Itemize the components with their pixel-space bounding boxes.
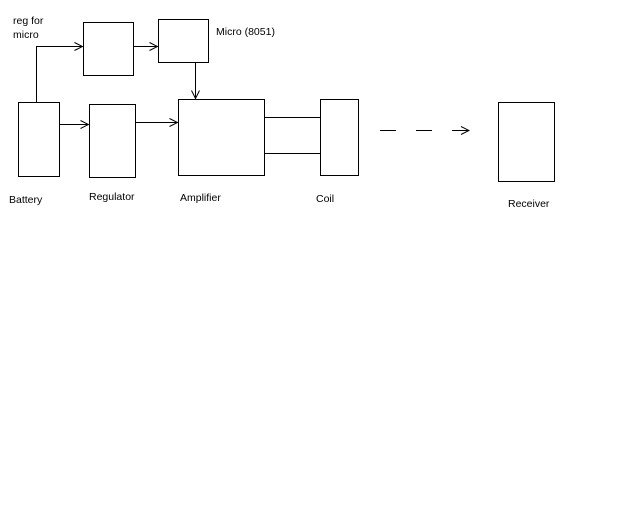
regulator-label: Regulator (89, 191, 135, 203)
regulator-block (89, 104, 136, 178)
coil-block (320, 99, 359, 176)
reg-for-micro-label-line1: reg for (13, 15, 44, 27)
amplifier-block (178, 99, 265, 176)
micro-block (158, 19, 209, 63)
reg-for-micro-label-line2: micro (13, 29, 39, 41)
reg-for-micro-block (83, 22, 134, 76)
amplifier-label: Amplifier (180, 192, 221, 204)
micro-label: Micro (8051) (216, 26, 275, 38)
battery-block (18, 102, 60, 177)
receiver-label: Receiver (508, 198, 550, 210)
battery-to-reg-for-micro-arrow (36, 47, 83, 102)
coil-label: Coil (316, 193, 334, 205)
receiver-block (498, 102, 555, 182)
battery-label: Battery (9, 194, 43, 206)
